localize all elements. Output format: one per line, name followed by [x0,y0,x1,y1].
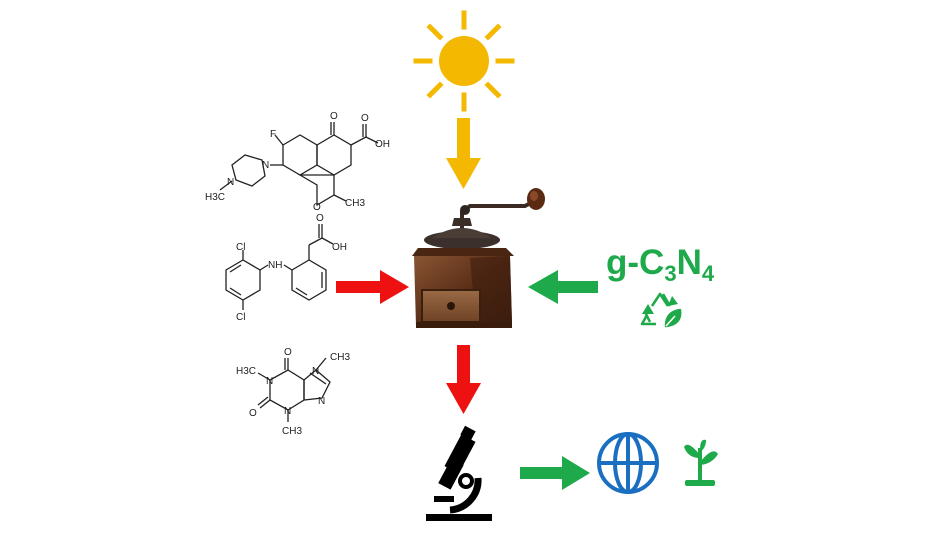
microscope-to-globe-arrow [520,456,590,490]
microscope-icon [426,425,492,521]
atom-cl-top: Cl [236,242,245,253]
atom-o-acid: O [361,113,369,124]
molecule-1: F O O OH N N H3C O CH3 [205,111,390,213]
atom-n-7: N [312,366,319,377]
catalyst-n: N [676,243,702,282]
catalyst-prefix: g-C [606,243,665,282]
atom-cl-bottom: Cl [236,312,245,323]
atom-ch3-bottom: CH3 [282,426,302,437]
molecule-2: Cl Cl NH O OH [225,213,347,323]
catalyst-subscript-3: 3 [664,261,677,286]
catalyst-to-grinder-arrow [528,270,598,304]
atom-o: O [316,213,324,224]
atom-ch3-right: CH3 [345,198,365,209]
recycle-leaf-icon [640,292,682,328]
atom-n-9: N [318,396,325,407]
sun-icon [413,10,515,112]
plant-sprout-icon [684,439,718,486]
molecule-3: O O H3C CH3 CH3 N N N N [236,347,350,437]
atom-ch3-top: CH3 [330,352,350,363]
atom-ch3-left: H3C [205,192,225,203]
atom-o-top: O [284,347,292,358]
catalyst-label: g-C3N4 [606,238,776,288]
atom-o-left: O [249,408,257,419]
atom-nh: NH [268,260,282,271]
atom-f: F [270,129,276,140]
atom-o-ring: O [313,202,321,213]
globe-icon [597,432,659,494]
molecules-to-grinder-arrow [336,270,409,304]
atom-oh: OH [332,242,347,253]
coffee-grinder [412,188,545,328]
atom-oh: OH [375,139,390,150]
atom-o-ketone: O [330,111,338,122]
atom-n-3: N [284,406,291,417]
catalyst-subscript-4: 4 [701,261,715,286]
atom-n-1: N [262,160,269,171]
sun-to-grinder-arrow [446,118,481,189]
atom-ch3-left: H3C [236,366,256,377]
atom-n-1: N [266,376,273,387]
grinder-to-microscope-arrow [446,345,481,414]
atom-n-2: N [227,177,234,188]
